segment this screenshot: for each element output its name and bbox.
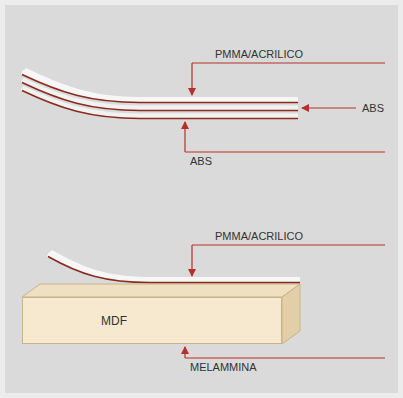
panel [5, 5, 398, 393]
material-label: PMMA/ACRILICO [215, 230, 303, 243]
abs-pmma-sheets [22, 68, 298, 119]
mdf-block [22, 284, 300, 344]
material-label: ABS [362, 102, 384, 115]
material-label: ABS [190, 155, 212, 168]
mdf-panel: MDF [22, 297, 282, 344]
pmma-sheet [48, 250, 300, 283]
material-label: PMMA/ACRILICO [215, 48, 303, 61]
material-name: MDF [101, 314, 127, 328]
material-label: MELAMMINA [190, 361, 257, 374]
